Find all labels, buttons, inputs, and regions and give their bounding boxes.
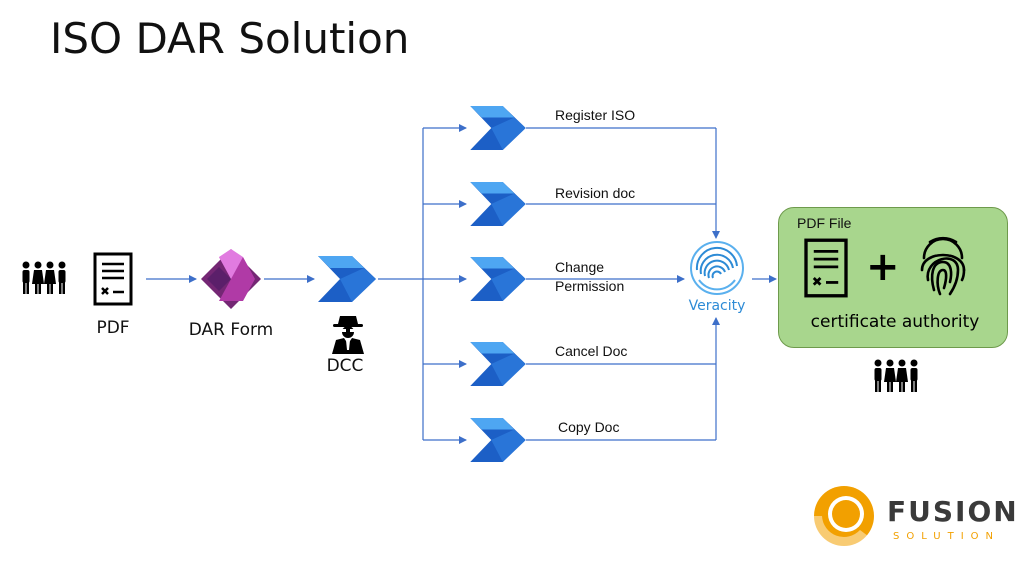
people-group-icon: [874, 359, 918, 392]
flow-label-copy: Copy Doc: [558, 419, 620, 435]
veracity-logo-icon: [690, 241, 744, 295]
document-icon: [93, 252, 133, 306]
page-title: ISO DAR Solution: [50, 14, 410, 63]
flow-label-change-1: Change: [555, 259, 605, 275]
power-automate-icon: [470, 418, 526, 462]
power-automate-icon: [470, 342, 526, 386]
pdf-file-label: PDF File: [797, 215, 852, 231]
power-automate-icon: [470, 257, 526, 301]
flow-label-change-2: Permission: [555, 278, 625, 294]
flow-label-revision: Revision doc: [555, 185, 636, 201]
fusion-logo-text: FUSION: [887, 495, 1019, 528]
fusion-logo-icon: [813, 486, 874, 549]
power-automate-icon: [318, 256, 376, 302]
dar-form-label: DAR Form: [188, 320, 274, 340]
people-group-icon: [22, 261, 66, 294]
document-icon: [804, 238, 848, 298]
pdf-label: PDF: [96, 318, 130, 338]
flow-label-register: Register ISO: [555, 107, 636, 123]
power-automate-icon: [470, 106, 526, 150]
power-automate-icon: [470, 182, 526, 226]
spy-user-icon: [332, 316, 364, 354]
dcc-label: DCC: [326, 356, 364, 376]
veracity-label: Veracity: [688, 298, 746, 314]
certificate-authority-label: certificate authority: [810, 312, 980, 332]
plus-sign: +: [866, 244, 900, 290]
fusion-logo-subtext: SOLUTION: [893, 531, 1001, 542]
fingerprint-icon: [920, 236, 966, 296]
power-apps-icon: [201, 249, 261, 309]
flow-label-cancel: Cancel Doc: [555, 343, 628, 359]
